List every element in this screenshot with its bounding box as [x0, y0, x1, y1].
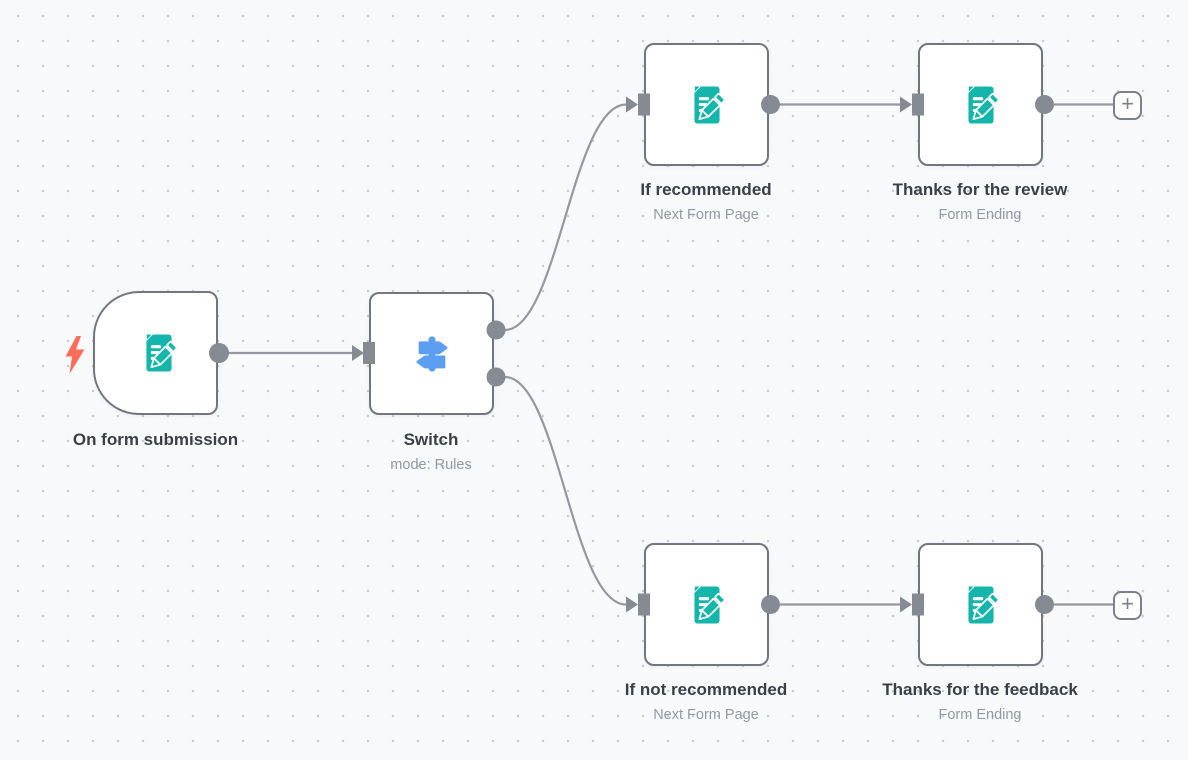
form-pencil-icon [683, 81, 731, 129]
node-if-not-recommended[interactable] [644, 543, 769, 666]
node-title: If recommended [640, 180, 772, 199]
label-if-recommended: If recommended Next Form Page [526, 179, 886, 224]
node-title: If not recommended [624, 680, 788, 699]
node-thanks-for-the-feedback[interactable] [918, 543, 1043, 666]
node-title: Switch [403, 430, 459, 449]
label-switch: Switch mode: Rules [251, 429, 611, 474]
label-on-form-submission: On form submission [0, 429, 336, 450]
form-pencil-icon [683, 581, 731, 629]
plus-icon: + [1121, 90, 1134, 116]
node-subtitle: Form Ending [938, 707, 1022, 723]
label-thanks-for-the-feedback: Thanks for the feedback Form Ending [800, 679, 1160, 724]
signpost-icon [408, 330, 456, 378]
add-node-button-bottom[interactable]: + [1113, 590, 1142, 620]
form-pencil-icon [957, 581, 1005, 629]
node-subtitle: Next Form Page [653, 207, 759, 223]
label-if-not-recommended: If not recommended Next Form Page [526, 679, 886, 724]
node-on-form-submission[interactable] [93, 291, 218, 415]
add-node-button-top[interactable]: + [1113, 90, 1142, 120]
connection-switch-to-if-not-recommended[interactable] [504, 375, 627, 606]
node-thanks-for-the-review[interactable] [918, 43, 1043, 166]
plus-icon: + [1121, 590, 1134, 616]
node-title: On form submission [72, 430, 239, 449]
form-pencil-icon [135, 329, 183, 377]
node-switch[interactable] [369, 292, 494, 415]
label-thanks-for-the-review: Thanks for the review Form Ending [800, 179, 1160, 224]
lightning-bolt-icon [65, 336, 85, 374]
node-if-recommended[interactable] [644, 43, 769, 166]
node-subtitle: mode: Rules [390, 457, 472, 473]
node-subtitle: Next Form Page [653, 707, 759, 723]
node-title: Thanks for the review [892, 180, 1068, 199]
node-title: Thanks for the feedback [882, 680, 1078, 699]
form-pencil-icon [957, 81, 1005, 129]
node-subtitle: Form Ending [938, 207, 1022, 223]
